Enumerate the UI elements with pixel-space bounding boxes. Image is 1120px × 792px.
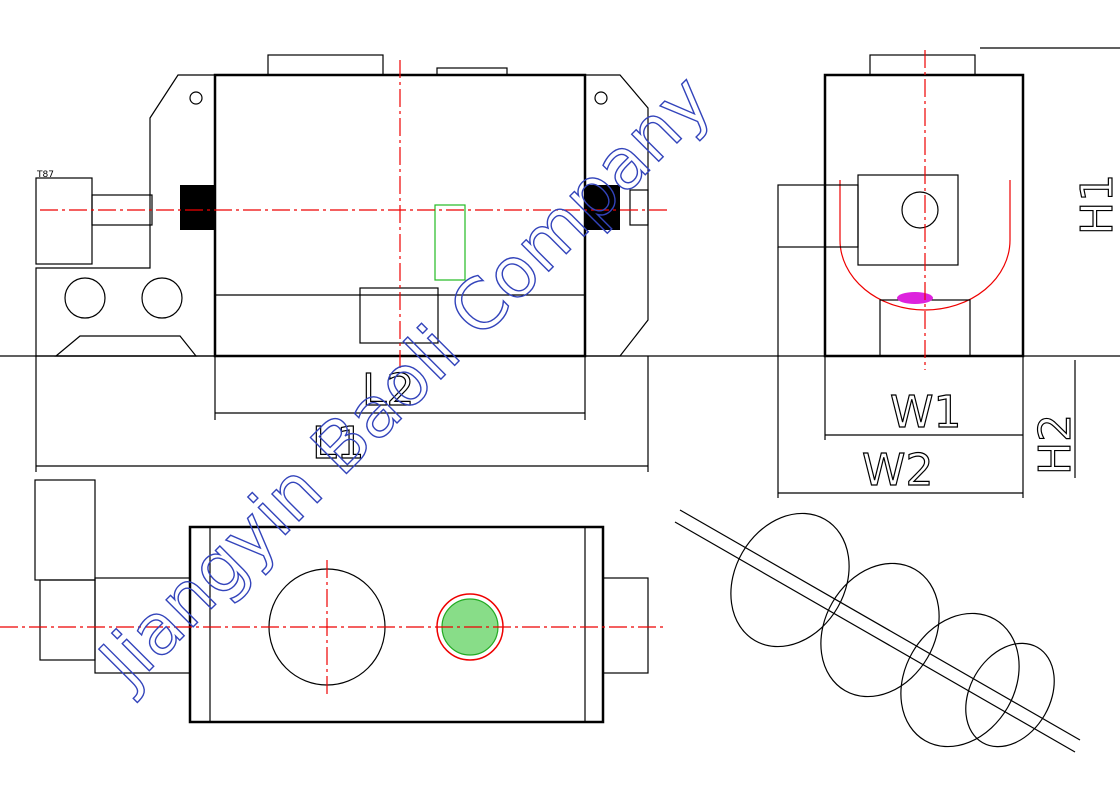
motor-tag: T87 [36,170,54,180]
front-view: T87 L2 L1 [35,54,670,472]
dim-W2: W2 [862,445,934,496]
side-view: W1 W2 H2 H1 [777,47,1120,498]
top-view [0,479,665,724]
dim-W1: W1 [890,387,962,438]
ribbon-agitator [674,509,1081,753]
watermark: Jiangyin Baoli Company [81,59,727,705]
dim-L1: L1 [312,418,365,469]
dim-H1: H1 [1072,174,1120,235]
dim-L2: L2 [362,365,415,416]
dim-H2: H2 [1030,414,1081,475]
